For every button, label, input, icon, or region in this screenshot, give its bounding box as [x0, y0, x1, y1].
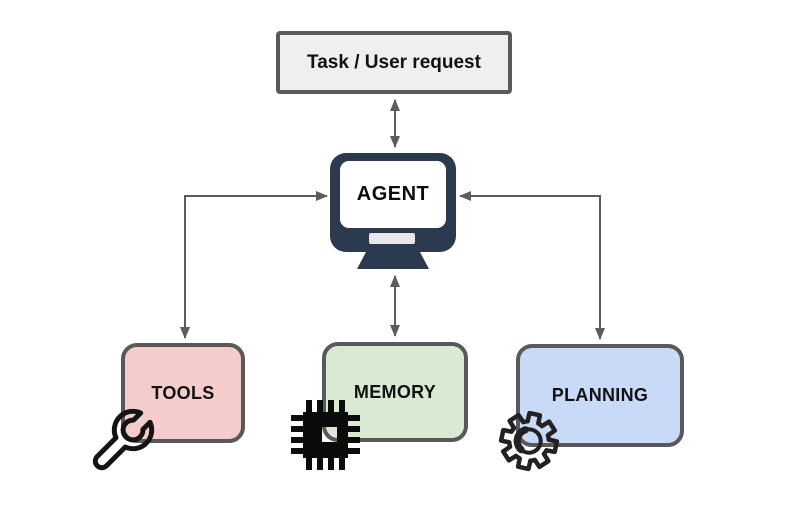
agent-label: AGENT	[356, 183, 430, 205]
agent-node: AGENT	[340, 161, 446, 228]
monitor-chin-bar	[369, 233, 415, 244]
connector-tools-agent	[180, 191, 328, 339]
connector-planning-agent	[459, 191, 605, 340]
task-user-request-label: Task / User request	[307, 51, 481, 73]
memory-label: MEMORY	[353, 381, 437, 402]
tools-label: TOOLS	[151, 382, 215, 403]
monitor-stand	[357, 252, 429, 269]
planning-node: PLANNING	[516, 344, 684, 447]
task-user-request-box: Task / User request	[276, 31, 512, 94]
planning-label: PLANNING	[551, 385, 649, 405]
tools-node: TOOLS	[121, 343, 245, 443]
memory-node: MEMORY	[322, 342, 468, 442]
